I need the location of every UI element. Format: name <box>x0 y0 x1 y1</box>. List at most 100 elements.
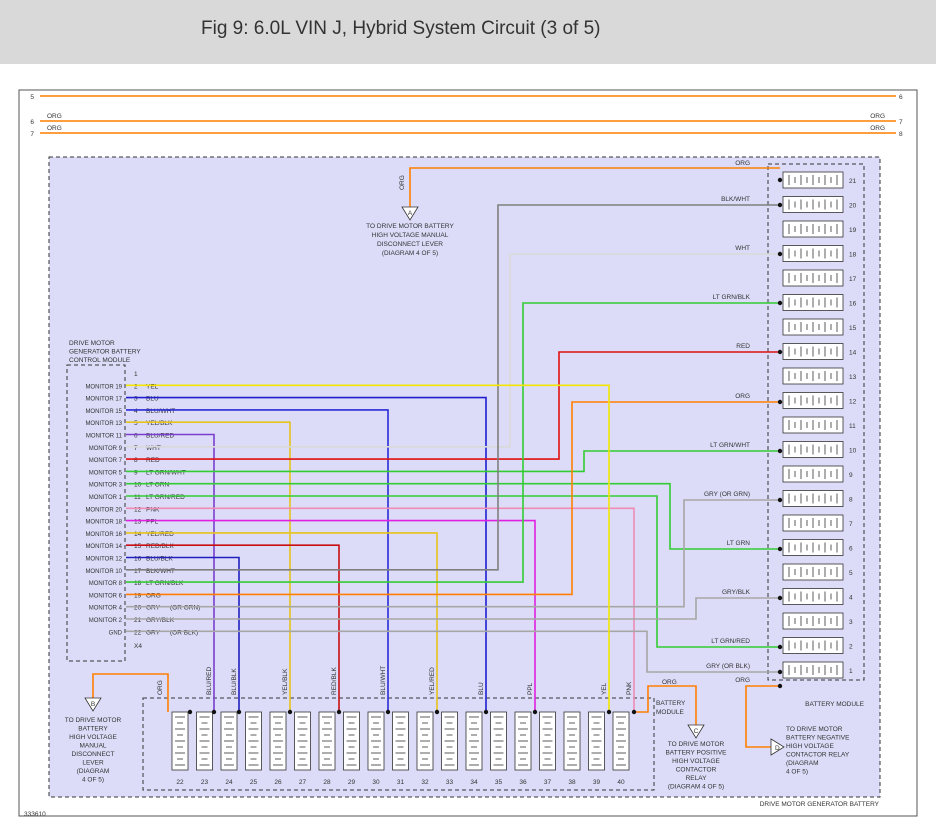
bottom-module-label: MODULE <box>656 709 684 716</box>
cell-number: 20 <box>849 203 857 210</box>
top-wire-right-pin: 6 <box>899 94 903 101</box>
battery-cell-21 <box>782 171 844 189</box>
wire-org-to-D <box>745 685 780 748</box>
stack-wire-label: GRY (OR BLK) <box>706 663 750 670</box>
battery-cell-10 <box>782 441 844 458</box>
bottom-wire-label: ORG <box>157 680 164 695</box>
wire-pin-8 <box>126 351 780 460</box>
pin-number: 5 <box>134 420 138 427</box>
battery-cell-39 <box>588 711 605 771</box>
cell-number: 12 <box>849 399 857 406</box>
cell-number: 6 <box>849 546 853 553</box>
wire-org-to-B <box>92 673 169 712</box>
pin-function: MONITOR 4 <box>89 606 123 612</box>
connector-C-text: BATTERY POSITIVE <box>665 750 727 757</box>
connector-letter: C <box>694 728 699 735</box>
connector-A <box>401 206 419 221</box>
cell-number: 22 <box>176 779 184 786</box>
battery-cell-8 <box>782 490 844 507</box>
pin-number: 11 <box>134 494 141 501</box>
bottom-wire-label: PNK <box>626 681 633 695</box>
splice-dot <box>777 546 783 552</box>
connector-B <box>84 697 102 712</box>
bottom-wire-label: YEL <box>601 682 608 695</box>
splice-dot <box>385 709 391 715</box>
splice-dot <box>777 644 783 650</box>
bottom-wire-label: BLU <box>478 682 485 695</box>
pin-function: MONITOR 18 <box>85 520 122 526</box>
connector-B-text: (DIAGRAM <box>77 768 110 775</box>
pin-wire-label: WHT <box>146 445 161 452</box>
connector-A-text: (DIAGRAM 4 OF 5) <box>382 250 438 257</box>
cell-number: 33 <box>446 779 454 786</box>
pin-wire-label: RED/BLK <box>146 543 174 550</box>
pin-number: 17 <box>134 568 142 575</box>
wire-pin-14 <box>126 532 438 712</box>
connector-B-text: 4 OF 5) <box>82 777 104 784</box>
pin-wire-label: BLK/WHT <box>146 568 175 575</box>
pin-wire-label: GRY <box>146 629 161 636</box>
top-wire-right-pin: 7 <box>899 119 903 126</box>
figure-header: Fig 9: 6.0L VIN J, Hybrid System Circuit… <box>0 0 936 64</box>
cell-number: 2 <box>849 644 853 651</box>
cell-number: 40 <box>617 779 625 786</box>
battery-cell-35 <box>490 711 507 771</box>
battery-cell-12 <box>782 392 844 409</box>
wire-pin-17 <box>126 204 780 571</box>
pin-function: MONITOR 5 <box>89 470 123 476</box>
splice-dot <box>606 709 612 715</box>
cell-number: 13 <box>849 374 857 381</box>
pin-wire-label: YEL/BLK <box>146 420 173 427</box>
cell-number: 11 <box>849 423 856 430</box>
splice-dot <box>777 448 783 454</box>
bottom-wire-label: RED/BLK <box>331 667 338 695</box>
connector-A-text: DISCONNECT LEVER <box>377 241 443 248</box>
bottom-wire-label: BLU/WHT <box>380 666 387 695</box>
pin-number: 15 <box>134 543 142 550</box>
control-module-title: GENERATOR BATTERY <box>69 349 141 356</box>
cell-number: 30 <box>372 779 380 786</box>
cell-number: 16 <box>849 301 857 308</box>
pin-number: 10 <box>134 482 142 489</box>
connector-C-text: RELAY <box>686 775 707 782</box>
cell-number: 37 <box>544 779 552 786</box>
battery-cell-32 <box>416 711 434 771</box>
connector-B-text: BATTERY <box>78 726 108 733</box>
pin-number: 2 <box>134 383 138 390</box>
pin-number: 4 <box>134 408 138 415</box>
pin-number: 16 <box>134 556 142 563</box>
splice-dot <box>777 497 783 503</box>
cell-number: 27 <box>299 779 307 786</box>
wire-pin-13 <box>126 519 536 712</box>
cell-number: 8 <box>849 497 853 504</box>
right-module-label: BATTERY MODULE <box>805 701 865 708</box>
pin-function: MONITOR 10 <box>85 569 122 575</box>
pin-function: MONITOR 20 <box>85 507 122 513</box>
connector-D <box>770 738 785 756</box>
pin-number: 9 <box>134 469 138 476</box>
wire-pin-20 <box>126 499 780 608</box>
wire-pin-12 <box>126 507 635 712</box>
pin-wire-note: (OR BLK) <box>170 629 198 636</box>
stack-wire-label: ORG <box>735 160 750 167</box>
battery-cell-40 <box>612 711 630 771</box>
pin-function: MONITOR 14 <box>85 544 122 550</box>
wire-pin-16 <box>126 556 240 712</box>
splice-dot <box>434 709 440 715</box>
pin-wire-label: YEL/RED <box>146 531 174 538</box>
pin-wire-label: LT GRN/WHT <box>146 469 186 476</box>
battery-cell-38 <box>563 711 581 771</box>
pin-wire-note: (OR GRN) <box>170 605 200 612</box>
battery-cell-14 <box>782 343 844 360</box>
pin-wire-label: GRY/BLK <box>146 617 175 624</box>
battery-cell-25 <box>245 711 262 771</box>
pin-wire-label: YEL <box>146 383 159 390</box>
stack-wire-label: RED <box>736 343 750 350</box>
stack-wire-label: ORG <box>735 393 750 400</box>
stack-wire-label: LT GRN/WHT <box>710 442 750 449</box>
pin-number: 14 <box>134 531 142 538</box>
cell-number: 7 <box>849 521 853 528</box>
splice-dot <box>187 709 193 715</box>
cell-number: 1 <box>849 668 853 675</box>
